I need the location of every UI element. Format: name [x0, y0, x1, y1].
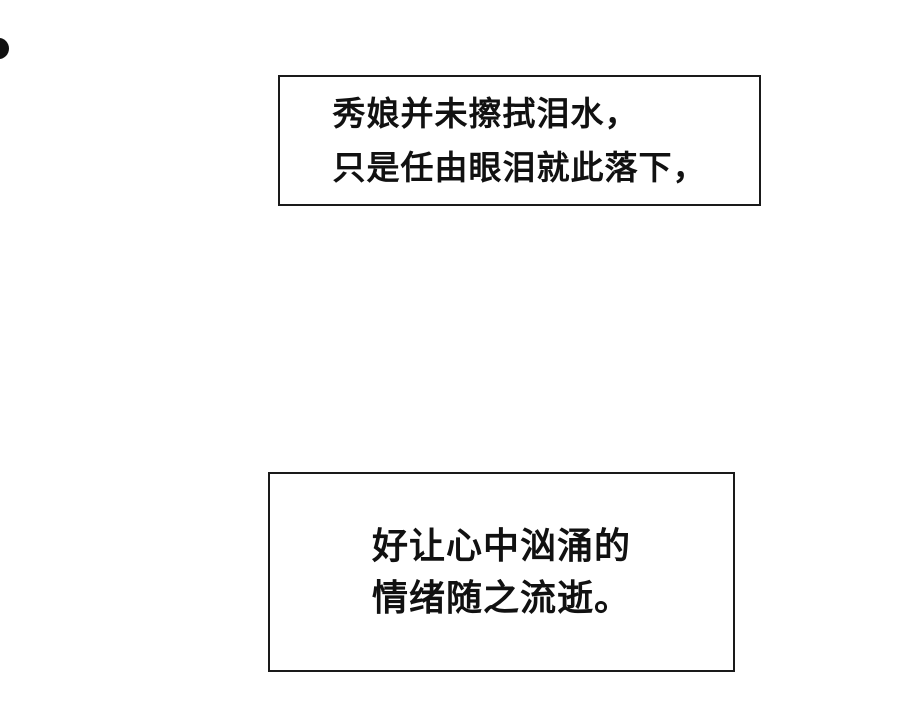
narration-top-text: 秀娘并未擦拭泪水， 只是任由眼泪就此落下， [333, 87, 707, 195]
narration-line: 只是任由眼泪就此落下， [332, 148, 707, 186]
narration-line: 情绪随之流逝。 [371, 577, 631, 618]
ink-dot-decoration [0, 38, 9, 59]
narration-box-top: 秀娘并未擦拭泪水， 只是任由眼泪就此落下， [278, 75, 761, 206]
narration-box-bottom: 好让心中汹涌的 情绪随之流逝。 [268, 472, 735, 672]
narration-bottom-text: 好让心中汹涌的 情绪随之流逝。 [372, 520, 631, 624]
narration-line: 好让心中汹涌的 [371, 525, 631, 566]
narration-line: 秀娘并未擦拭泪水， [332, 94, 639, 132]
